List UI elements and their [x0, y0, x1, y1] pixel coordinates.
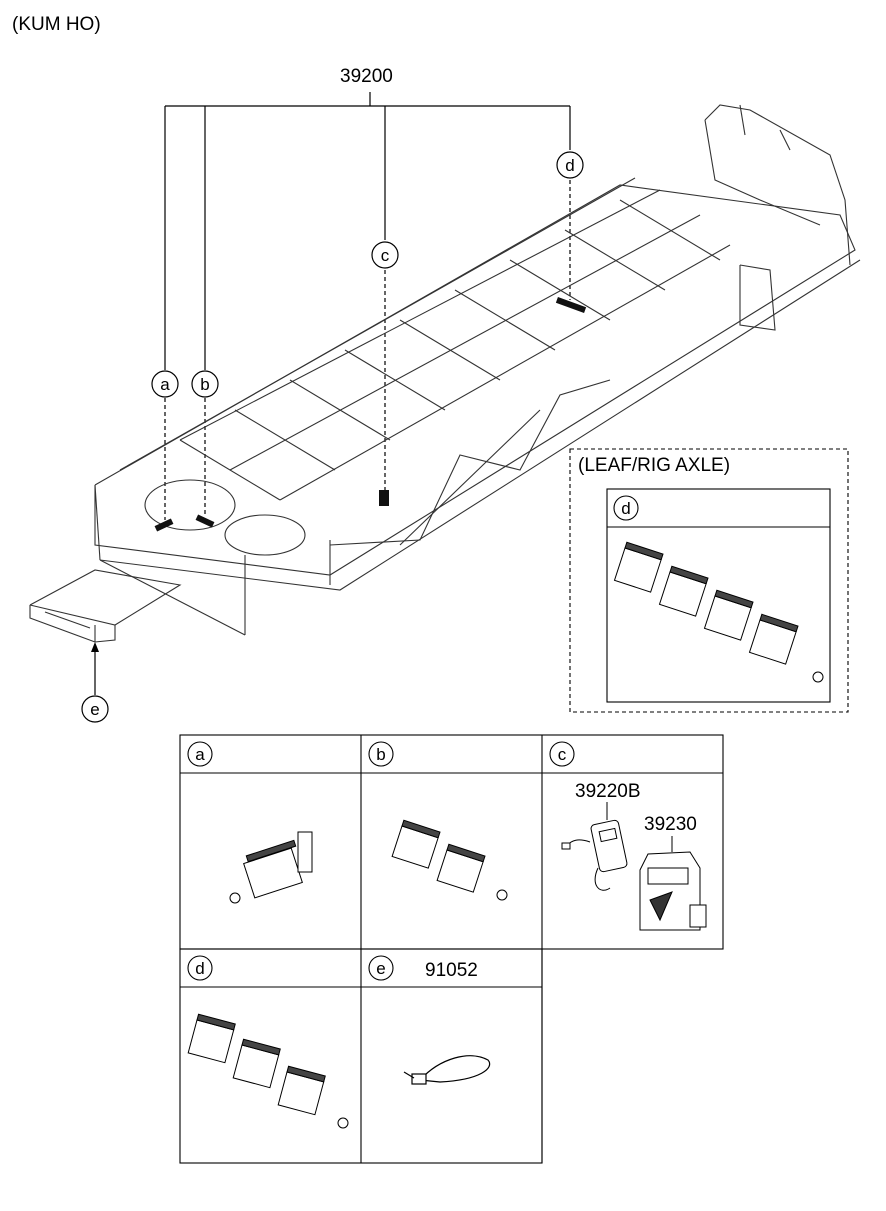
- svg-text:d: d: [195, 959, 204, 978]
- control-unit-icon: [639, 851, 707, 931]
- frame-markers: [154, 297, 587, 532]
- arrow-e-icon: [91, 642, 99, 652]
- chassis-frame: [29, 104, 861, 643]
- panel-d: d: [187, 955, 349, 1129]
- leaf-rig-title: (LEAF/RIG AXLE): [578, 455, 730, 476]
- callout-e[interactable]: e: [81, 695, 109, 723]
- svg-text:b: b: [376, 745, 385, 764]
- part-number-39220b: 39220B: [575, 781, 641, 802]
- sensor-b-marker: [195, 514, 215, 528]
- remote-controller-icon: [561, 819, 628, 891]
- sensor-d-marker: [555, 297, 587, 313]
- callout-b[interactable]: b: [191, 370, 219, 398]
- leaf-rig-callout-d[interactable]: d: [613, 495, 639, 521]
- svg-text:d: d: [621, 499, 630, 518]
- leader-lines: [94, 92, 571, 695]
- panel-d-callout[interactable]: d: [187, 955, 213, 981]
- connector-b-icon: [391, 819, 508, 901]
- callout-c[interactable]: c: [371, 241, 399, 269]
- panel-e-callout[interactable]: e: [368, 955, 394, 981]
- panel-e: e 91052: [368, 955, 491, 1085]
- svg-text:e: e: [376, 959, 385, 978]
- part-number-91052: 91052: [425, 960, 478, 981]
- connector-chain-3-icon: [187, 1013, 349, 1129]
- connector-chain-4-icon: [613, 541, 824, 683]
- svg-text:e: e: [90, 700, 99, 719]
- panel-c-callout[interactable]: c: [549, 741, 575, 767]
- panel-b-callout[interactable]: b: [368, 741, 394, 767]
- callout-d[interactable]: d: [556, 151, 584, 179]
- sensor-a-marker: [154, 518, 174, 532]
- panel-b: b: [368, 741, 508, 901]
- part-number-39230: 39230: [644, 814, 697, 835]
- variant-label: (KUM HO): [12, 14, 101, 35]
- svg-text:d: d: [565, 156, 574, 175]
- callout-a[interactable]: a: [151, 370, 179, 398]
- connector-a-icon: [229, 831, 313, 904]
- sensor-c-marker: [379, 490, 389, 506]
- leaf-rig-axle-box: (LEAF/RIG AXLE) d: [569, 448, 849, 713]
- svg-text:b: b: [200, 375, 209, 394]
- svg-text:a: a: [160, 375, 170, 394]
- detail-panel-grid: [179, 734, 724, 1164]
- panel-c: c 39220B 39230: [549, 741, 707, 931]
- main-part-number: 39200: [340, 66, 393, 87]
- svg-text:c: c: [558, 745, 567, 764]
- panel-a-callout[interactable]: a: [187, 741, 213, 767]
- cable-tie-icon: [403, 1055, 491, 1085]
- svg-text:c: c: [381, 246, 390, 265]
- panel-a: a: [187, 741, 313, 904]
- svg-text:a: a: [195, 745, 205, 764]
